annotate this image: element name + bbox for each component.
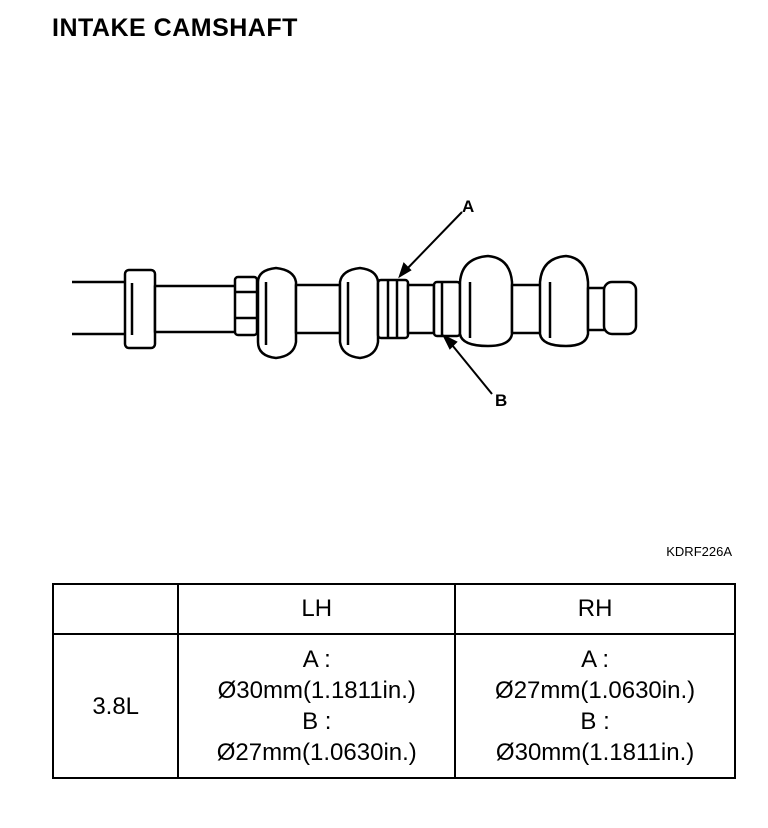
page-title: INTAKE CAMSHAFT xyxy=(52,14,298,42)
callout-label-b: B xyxy=(495,391,507,410)
rh-a-value: Ø27mm(1.0630in.) xyxy=(495,677,696,704)
hex-section xyxy=(233,275,259,337)
shaft-left xyxy=(72,280,128,336)
lh-b-value: Ø27mm(1.0630in.) xyxy=(216,739,417,766)
callout-b-arrowhead xyxy=(441,333,458,350)
camshaft-diagram: A B xyxy=(72,197,638,410)
lh-spec-cell: A : Ø30mm(1.1811in.) B : Ø27mm(1.0630in.… xyxy=(177,633,457,779)
cam-lobe-3 xyxy=(458,254,514,348)
journal-1 xyxy=(123,268,157,350)
rh-b-value: Ø30mm(1.1811in.) xyxy=(495,739,695,766)
header-empty xyxy=(51,583,180,635)
header-lh: LH xyxy=(177,583,457,635)
figure-code: KDRF226A xyxy=(666,544,732,559)
engine-cell: 3.8L xyxy=(51,633,180,779)
callout-a-line xyxy=(403,211,463,273)
journal-b xyxy=(432,280,462,338)
journal-a xyxy=(376,278,410,340)
cam-lobe-4 xyxy=(538,254,590,348)
callout-b-line xyxy=(447,339,493,395)
rh-a-label: A : xyxy=(581,646,610,673)
cam-lobe-1 xyxy=(256,266,298,360)
lh-a-label: A : xyxy=(302,646,331,673)
lh-b-label: B : xyxy=(302,708,332,735)
header-rh: RH xyxy=(454,583,736,635)
cam-lobe-2 xyxy=(338,266,380,360)
rh-spec-cell: A : Ø27mm(1.0630in.) B : Ø30mm(1.1811in.… xyxy=(454,633,736,779)
table-header-row: LH RH xyxy=(51,583,736,635)
callout-label-a: A xyxy=(462,197,474,216)
callout-a-arrowhead xyxy=(398,262,412,279)
table-row: 3.8L A : Ø30mm(1.1811in.) B : Ø27mm(1.06… xyxy=(51,633,736,779)
rh-b-label: B : xyxy=(580,708,610,735)
spec-table: LH RH 3.8L A : Ø30mm(1.1811in.) B : Ø27m… xyxy=(51,583,736,779)
lh-a-value: Ø30mm(1.1811in.) xyxy=(217,677,416,704)
